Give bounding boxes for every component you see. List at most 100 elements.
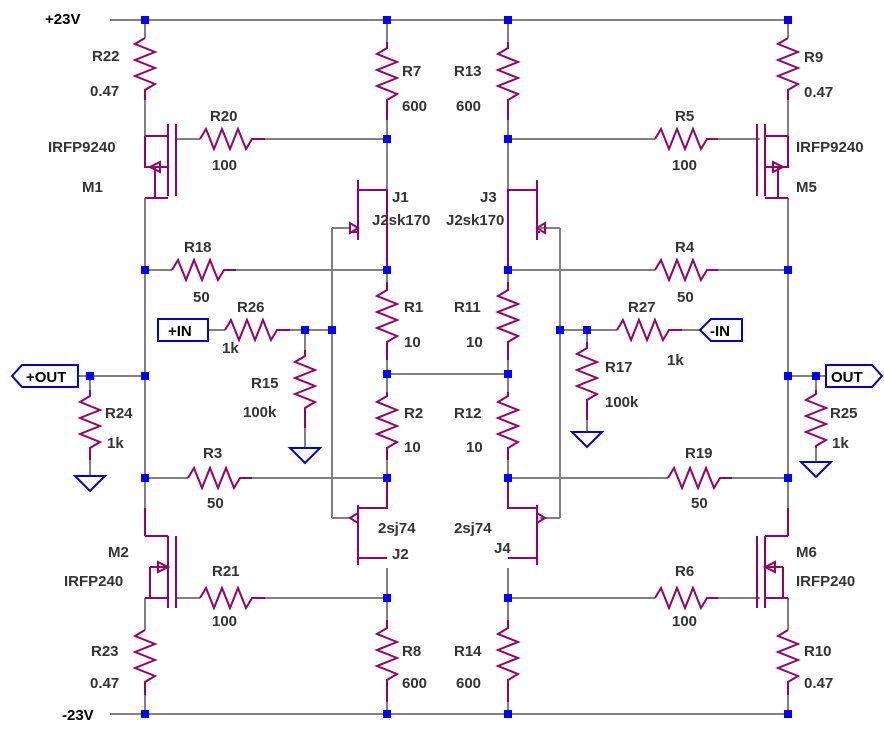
r19-symbol <box>667 465 732 491</box>
port-plus-out[interactable]: +OUT <box>10 364 79 388</box>
r12-value: 10 <box>466 439 483 456</box>
port-minus-in[interactable]: -IN <box>698 318 743 342</box>
j3-part: J2sk170 <box>446 212 504 229</box>
r27-symbol <box>616 317 682 343</box>
r19-value: 50 <box>691 495 708 512</box>
r20-ref: R20 <box>210 108 238 125</box>
r13-symbol <box>495 42 521 120</box>
ground-icon <box>287 447 323 465</box>
r9-ref: R9 <box>804 49 823 66</box>
r2-value: 10 <box>404 439 421 456</box>
r24-ref: R24 <box>105 405 133 422</box>
r22-ref: R22 <box>92 48 120 65</box>
port-minus-out[interactable]: OUT <box>825 364 884 388</box>
r17-symbol <box>574 342 600 420</box>
r15-value: 100k <box>243 404 277 421</box>
resistor-symbols <box>77 37 829 702</box>
r4-ref: R4 <box>675 239 695 256</box>
port-plus-in[interactable]: +IN <box>157 318 209 342</box>
r8-value: 600 <box>402 675 427 692</box>
r19-ref: R19 <box>685 445 713 462</box>
r12-symbol <box>495 392 521 460</box>
j4-part: 2sj74 <box>454 520 492 537</box>
r25-value: 1k <box>832 435 849 452</box>
mosfet-symbols <box>144 124 789 608</box>
r8-ref: R8 <box>402 643 421 660</box>
j1-part: J2sk170 <box>372 212 430 229</box>
r6-ref: R6 <box>675 563 694 580</box>
j4-symbol <box>507 478 547 565</box>
r12-ref: R12 <box>454 405 482 422</box>
r27-ref: R27 <box>628 299 656 316</box>
r21-ref: R21 <box>212 563 240 580</box>
r22-value: 0.47 <box>90 83 119 100</box>
m6-ref: M6 <box>796 544 817 561</box>
j2-symbol <box>348 478 388 565</box>
r4-value: 50 <box>677 289 694 306</box>
r6-value: 100 <box>672 613 697 630</box>
m5-ref: M5 <box>796 179 817 196</box>
r27-value: 1k <box>667 352 684 369</box>
r7-ref: R7 <box>402 63 421 80</box>
j1-ref: J1 <box>392 189 409 206</box>
r18-value: 50 <box>193 289 210 306</box>
r25-ref: R25 <box>830 405 858 422</box>
r10-symbol <box>775 629 801 695</box>
r17-ref: R17 <box>605 359 633 376</box>
r20-symbol <box>199 126 265 152</box>
ground-symbols <box>72 431 834 493</box>
r23-value: 0.47 <box>90 675 119 692</box>
j4-ref: J4 <box>494 540 511 557</box>
r10-value: 0.47 <box>804 675 833 692</box>
port-plus-in-label: +IN <box>168 323 192 340</box>
r5-ref: R5 <box>675 108 694 125</box>
r18-symbol <box>171 257 236 283</box>
r13-value: 600 <box>456 98 481 115</box>
r24-value: 1k <box>107 435 124 452</box>
r18-ref: R18 <box>184 239 212 256</box>
m5-part: IRFP9240 <box>796 139 864 156</box>
r11-symbol <box>495 282 521 360</box>
jfet-symbols <box>348 180 547 565</box>
r17-value: 100k <box>605 394 639 411</box>
r22-symbol <box>132 37 158 100</box>
r5-value: 100 <box>672 157 697 174</box>
r7-symbol <box>374 42 400 120</box>
j2-part: 2sj74 <box>378 520 416 537</box>
r11-ref: R11 <box>454 299 481 316</box>
r9-value: 0.47 <box>804 84 833 101</box>
m2-ref: M2 <box>108 544 129 561</box>
r13-ref: R13 <box>454 63 482 80</box>
j3-symbol <box>507 180 546 268</box>
m6-part: IRFP240 <box>796 573 855 590</box>
m1-ref: M1 <box>82 179 103 196</box>
junction-dots <box>86 16 820 718</box>
positive-rail-label: +23V <box>45 11 80 28</box>
r20-value: 100 <box>212 157 237 174</box>
r1-value: 10 <box>404 334 421 351</box>
r3-symbol <box>187 465 252 491</box>
ground-icon <box>72 475 108 493</box>
r2-ref: R2 <box>404 405 423 422</box>
r14-ref: R14 <box>454 643 482 660</box>
r10-ref: R10 <box>804 643 832 660</box>
m1-symbol <box>144 124 177 199</box>
r23-symbol <box>132 629 158 695</box>
r24-symbol <box>77 390 103 460</box>
r9-symbol <box>775 37 801 100</box>
m5-symbol <box>756 124 789 199</box>
port-plus-out-label: +OUT <box>26 369 66 386</box>
r26-symbol <box>224 317 290 343</box>
r26-ref: R26 <box>237 299 265 316</box>
r6-symbol <box>654 585 718 611</box>
r5-symbol <box>654 126 718 152</box>
j3-ref: J3 <box>480 189 497 206</box>
r15-ref: R15 <box>251 375 279 392</box>
m6-symbol <box>756 508 789 608</box>
r11-value: 10 <box>466 334 483 351</box>
r8-symbol <box>374 620 400 702</box>
r25-symbol <box>803 390 829 448</box>
negative-rail-label: -23V <box>62 707 94 724</box>
m2-part: IRFP240 <box>64 573 123 590</box>
port-minus-in-label: -IN <box>710 323 730 340</box>
